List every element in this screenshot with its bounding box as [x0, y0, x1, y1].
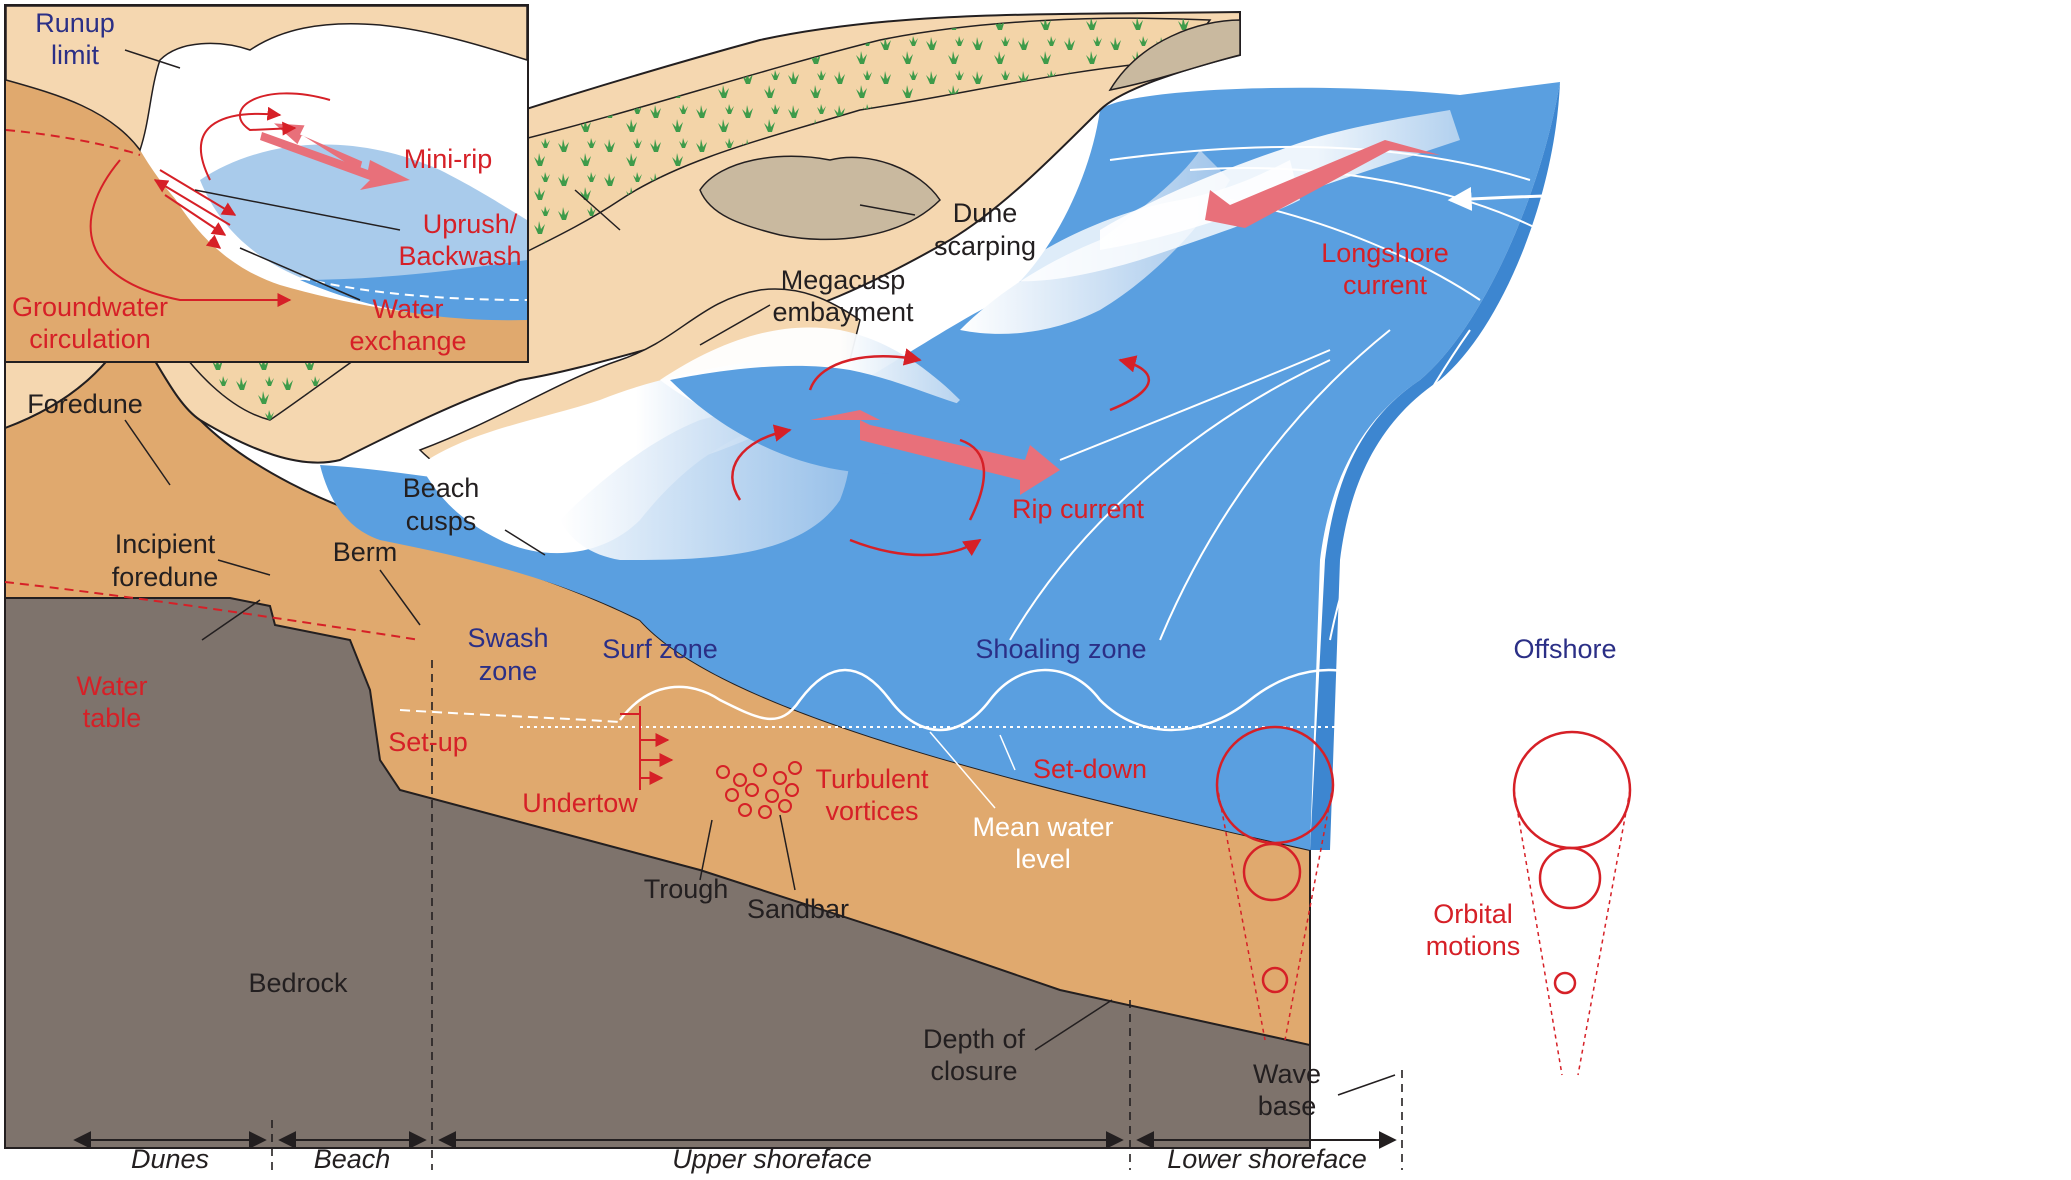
dune-scarp-right: [1108, 19, 1241, 92]
label-backwash: Backwash: [398, 241, 521, 271]
label-water-exchange-2: exchange: [349, 326, 466, 356]
label-groundwater-2: circulation: [29, 324, 151, 354]
label-orbital-1: Orbital: [1433, 899, 1513, 929]
leader-lines: [124, 189, 1396, 1096]
inset-swash-detail: [4, 4, 529, 363]
label-offshore: Offshore: [1513, 634, 1616, 664]
label-depth-closure-1: Depth of: [923, 1024, 1026, 1054]
label-rip-current: Rip current: [1012, 494, 1145, 524]
undertow-profile: [620, 706, 674, 790]
mean-water-line: [399, 709, 621, 723]
label-mean-water-1: Mean water: [972, 812, 1113, 842]
label-wave-base-1: Wave: [1253, 1059, 1321, 1089]
dune-scarp: [699, 155, 941, 241]
label-berm: Berm: [333, 537, 398, 567]
label-incipient-2: foredune: [112, 562, 219, 592]
label-beach-zone: Beach: [314, 1144, 391, 1174]
label-incipient-1: Incipient: [115, 529, 216, 559]
label-orbital-2: motions: [1426, 931, 1521, 961]
label-depth-closure-2: closure: [930, 1056, 1017, 1086]
label-longshore-2: current: [1343, 270, 1428, 300]
label-upper-shoreface: Upper shoreface: [672, 1144, 872, 1174]
label-beach-cusps-1: Beach: [403, 473, 480, 503]
label-wave-base-2: base: [1258, 1091, 1317, 1121]
label-surf-zone: Surf zone: [602, 634, 718, 664]
zone-boundaries: [271, 660, 1403, 1170]
label-foredune: Foredune: [27, 389, 143, 419]
longshore-arrow: [1205, 140, 1440, 228]
bedrock-layer: [4, 597, 1311, 1149]
label-lower-shoreface: Lower shoreface: [1167, 1144, 1367, 1174]
label-megacusp-2: embayment: [772, 297, 914, 327]
label-megacusp-1: Megacusp: [781, 265, 906, 295]
tide-marker: [1746, 710, 1766, 750]
label-still-water-1: Still water: [1357, 619, 1474, 649]
label-wave-trough: Wave trough: [1564, 546, 1716, 576]
label-water-table-1: Water: [76, 671, 147, 701]
label-mean-water-2: level: [1015, 844, 1071, 874]
orbital-motions: [1215, 725, 1632, 1076]
rip-arrow-head: [810, 410, 880, 420]
label-runup-limit-1: Runup: [35, 8, 115, 38]
label-undertow: Undertow: [522, 788, 638, 818]
label-beach-cusps-2: cusps: [406, 506, 477, 536]
label-longshore-1: Longshore: [1321, 238, 1449, 268]
label-uprush: Uprush/: [423, 209, 518, 239]
label-mini-rip: Mini-rip: [404, 144, 493, 174]
label-still-water-2: level: [1388, 651, 1444, 681]
ocean-face: [1310, 82, 1560, 850]
label-turbulent-1: Turbulent: [815, 764, 929, 794]
label-set-down: Set-down: [1033, 754, 1147, 784]
turbulent-vortices: [716, 761, 802, 819]
label-trough: Trough: [644, 874, 729, 904]
label-shoaling-zone: Shoaling zone: [975, 634, 1146, 664]
wave-profile: [619, 668, 1681, 746]
leader-lines-white: [929, 469, 1651, 809]
label-dune-scarping-2: scarping: [934, 231, 1036, 261]
rip-circulation: [731, 348, 1151, 557]
label-bedrock: Bedrock: [248, 968, 348, 998]
label-sandbar: Sandbar: [747, 894, 849, 924]
refraction-arrow: [1447, 186, 1851, 211]
label-turbulent-2: vortices: [825, 796, 918, 826]
label-tide: Tide: [1750, 678, 1802, 708]
label-swash-zone-1: Swash: [467, 623, 548, 653]
rip-arrow: [860, 420, 1060, 495]
label-dune-scarping-1: Dune: [953, 198, 1018, 228]
label-wave-crest: Wave crest: [1359, 546, 1494, 576]
label-set-up: Set-up: [388, 727, 468, 757]
label-swash-zone-2: zone: [479, 656, 538, 686]
water-table-line: [4, 581, 421, 641]
label-groundwater-1: Groundwater: [12, 292, 168, 322]
label-refraction: Refraction: [1609, 234, 1732, 264]
label-water-table-2: table: [83, 703, 142, 733]
label-water-exchange-1: Water: [372, 294, 443, 324]
label-runup-limit-2: limit: [51, 40, 99, 70]
label-dunes-zone: Dunes: [131, 1144, 209, 1174]
